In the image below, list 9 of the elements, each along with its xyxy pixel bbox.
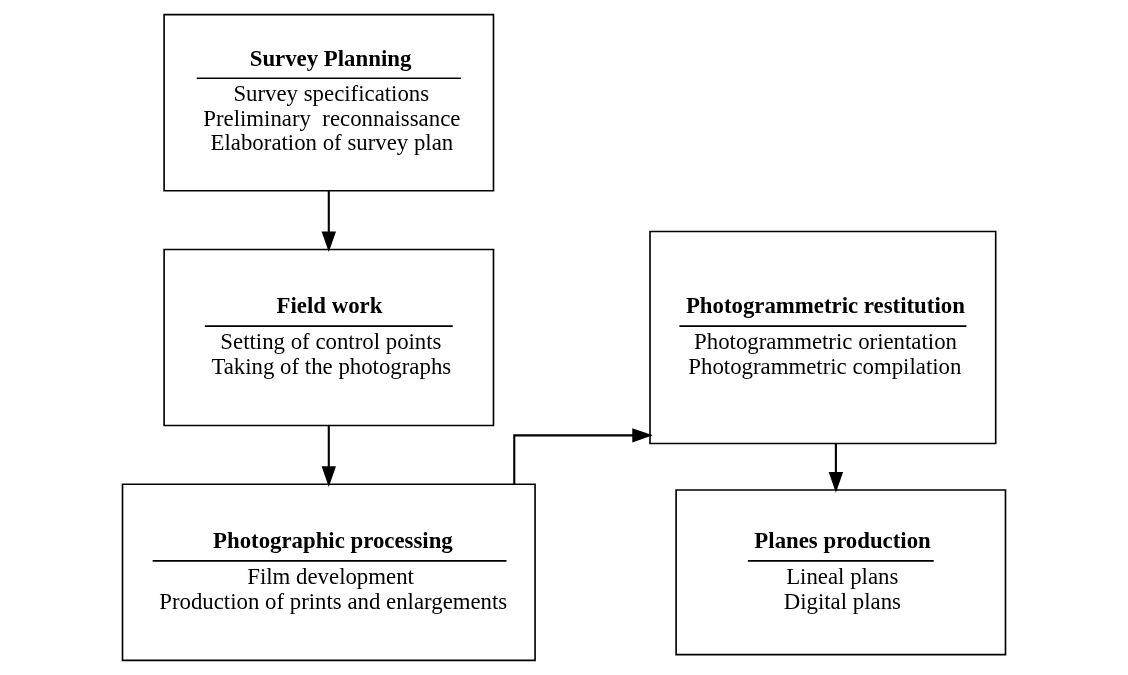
arrow xyxy=(828,443,844,493)
node-box: Survey Planning Survey specifications Preliminary reconnaissance Elaboration of survey plan xyxy=(163,13,495,192)
node-box: Photographic processing Film development Production of prints and enlargements xyxy=(121,483,536,662)
node-box: Field work Setting of control points Taking of the photographs xyxy=(163,248,495,427)
arrow xyxy=(513,428,653,484)
node-box: Photogrammetric restitution Photogrammetric orientation Photogrammetric compilation xyxy=(649,230,997,445)
arrow xyxy=(321,190,336,253)
arrow xyxy=(321,425,336,487)
node-box: Planes production Lineal plans Digital plans xyxy=(675,489,1007,656)
